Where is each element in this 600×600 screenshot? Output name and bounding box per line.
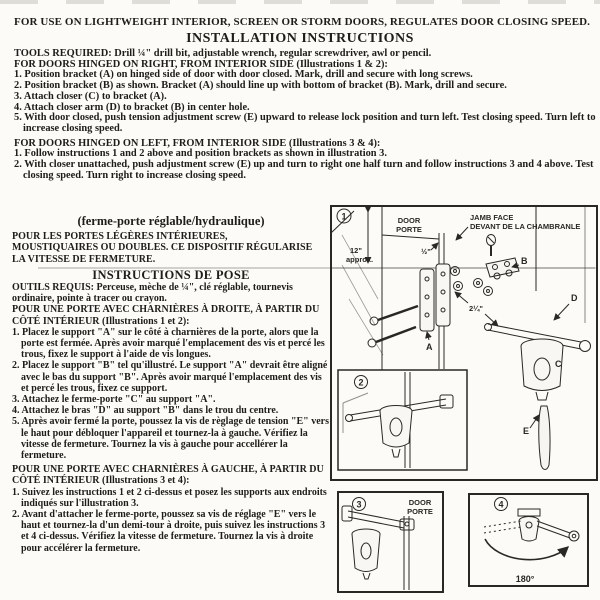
figure-4-swing-range: 4 180° xyxy=(468,493,589,587)
bracket-b xyxy=(485,257,520,280)
english-instructions: TOOLS REQUIRED: Drill ¼" drill bit, adju… xyxy=(14,48,596,181)
figure-3-frame xyxy=(337,491,444,593)
french-subtitle: (ferme-porte réglable/hydraulique) xyxy=(77,214,265,228)
label-e-text: E xyxy=(523,426,529,436)
label-b-text: B xyxy=(521,256,528,266)
door-label-fig3: DOOR xyxy=(409,498,432,507)
english-title: INSTALLATION INSTRUCTIONS xyxy=(186,31,414,46)
figure-1-frame xyxy=(330,205,598,481)
adjustment-screw-e: E xyxy=(523,405,551,470)
door-grain-lines xyxy=(341,234,384,356)
label-d: D xyxy=(553,293,578,321)
french-tools-line: OUTILS REQUIS: Perceuse, mèche de ¼", cl… xyxy=(12,282,293,305)
label-d-text: D xyxy=(571,293,578,303)
figure-1-door-closer-exploded: 1 DOOR PORTE JAM xyxy=(330,205,598,481)
dimension-2quarter: 2¼" xyxy=(454,291,499,327)
english-right-step: 5. With door closed, push tension adjust… xyxy=(14,112,596,134)
english-left-heading: FOR DOORS HINGED ON LEFT, FROM INTERIOR … xyxy=(14,137,381,149)
dimension-12in: 12" approx. xyxy=(346,205,373,264)
scan-cutoff-artifact xyxy=(0,0,600,4)
dimension-half-inch: ½" xyxy=(421,242,439,256)
english-left-step: 2. With closer unattached, push adjustme… xyxy=(14,159,594,181)
mounting-screw xyxy=(486,234,496,256)
dim-approx-text: approx. xyxy=(346,255,373,264)
figure-1-number: 1 xyxy=(341,212,346,222)
label-a: A xyxy=(425,331,433,352)
french-right-step: 2. Placez le support "B" tel qu'illustré… xyxy=(12,360,328,394)
closer-body-c xyxy=(520,338,564,401)
figure-4-number: 4 xyxy=(498,500,503,510)
figure-3-number: 3 xyxy=(356,500,361,510)
english-right-step: 1. Position bracket (A) on hinged side o… xyxy=(14,69,473,81)
french-right-step: 5. Après avoir fermé la porte, poussez l… xyxy=(12,416,329,462)
label-b: B xyxy=(511,256,528,269)
usage-headline: FOR USE ON LIGHTWEIGHT INTERIOR, SCREEN … xyxy=(14,16,591,28)
french-right-step: 4. Attachez le bras "D" au support "B" d… xyxy=(12,405,279,417)
jamb-face-line1: JAMB FACE xyxy=(470,213,513,222)
french-left-heading: POUR UNE PORTE AVEC CHARNIÈRES À GAUCHE,… xyxy=(12,464,324,487)
label-c-text: C xyxy=(555,359,562,369)
jamb-face-label: JAMB FACE DEVANT DE LA CHAMBRANLE xyxy=(455,213,580,241)
french-intro-line: POUR LES PORTES LÉGÈRES INTÉRIEURES, xyxy=(12,231,228,243)
dim-12-text: 12" xyxy=(350,246,362,255)
porte-label-fig3: PORTE xyxy=(407,507,433,516)
washer-cluster xyxy=(450,266,493,296)
english-right-step: 4. Attach closer arm (D) to bracket (B) … xyxy=(14,101,250,113)
angle-label: 180° xyxy=(516,574,535,584)
swing-arc xyxy=(484,538,570,561)
figure-3-left-hinged: 3 DOOR PORTE xyxy=(337,491,444,593)
figure-4-frame xyxy=(468,493,589,587)
french-title: INSTRUCTIONS DE POSE xyxy=(92,267,250,282)
figure-1-number-badge: 1 xyxy=(330,208,355,234)
english-right-step: 2. Position bracket (B) as shown. Bracke… xyxy=(14,80,507,92)
long-screws xyxy=(367,304,419,348)
english-left-step: 1. Follow instructions 1 and 2 above and… xyxy=(14,148,387,160)
scan-smudge-line xyxy=(38,267,595,269)
english-right-heading: FOR DOORS HINGED ON RIGHT, FROM INTERIOR… xyxy=(14,58,388,70)
illustration-panel: 1 DOOR PORTE JAM xyxy=(330,205,598,593)
french-right-step: 3. Attachez le ferme-porte "C" au suppor… xyxy=(12,394,216,406)
french-right-step: 1. Placez le support "A" sur le côté à c… xyxy=(12,326,325,361)
label-a-text: A xyxy=(426,342,433,352)
figure-2-number: 2 xyxy=(358,378,363,388)
french-instructions: (ferme-porte réglable/hydraulique) POUR … xyxy=(12,204,330,554)
french-right-heading: POUR UNE PORTE AVEC CHARNIÈRES À DROITE,… xyxy=(12,304,320,327)
dim-2quarter-text: 2¼" xyxy=(469,304,483,313)
english-tools-line: TOOLS REQUIRED: Drill ¼" drill bit, adju… xyxy=(14,48,432,59)
bracket-a xyxy=(419,263,451,332)
french-intro-line: MOUSTIQUAIRES OU DOUBLES. CE DISPOSITIF … xyxy=(12,242,313,254)
dim-half-text: ½" xyxy=(421,247,431,256)
door-label: DOOR xyxy=(398,216,421,225)
english-right-step: 3. Attach closer (C) to bracket (A). xyxy=(14,90,167,102)
french-intro-line: LA VITESSE DE FERMETURE. xyxy=(12,253,156,265)
porte-label: PORTE xyxy=(396,225,422,234)
figure-2-installed-view: 2 xyxy=(337,369,468,471)
french-left-step: 2. Avant d'attacher le ferme-porte, pous… xyxy=(12,509,326,554)
french-left-step: 1. Suivez les instructions 1 et 2 ci-des… xyxy=(12,486,327,509)
jamb-arrow xyxy=(455,226,469,241)
jamb-face-line2: DEVANT DE LA CHAMBRANLE xyxy=(470,222,580,231)
